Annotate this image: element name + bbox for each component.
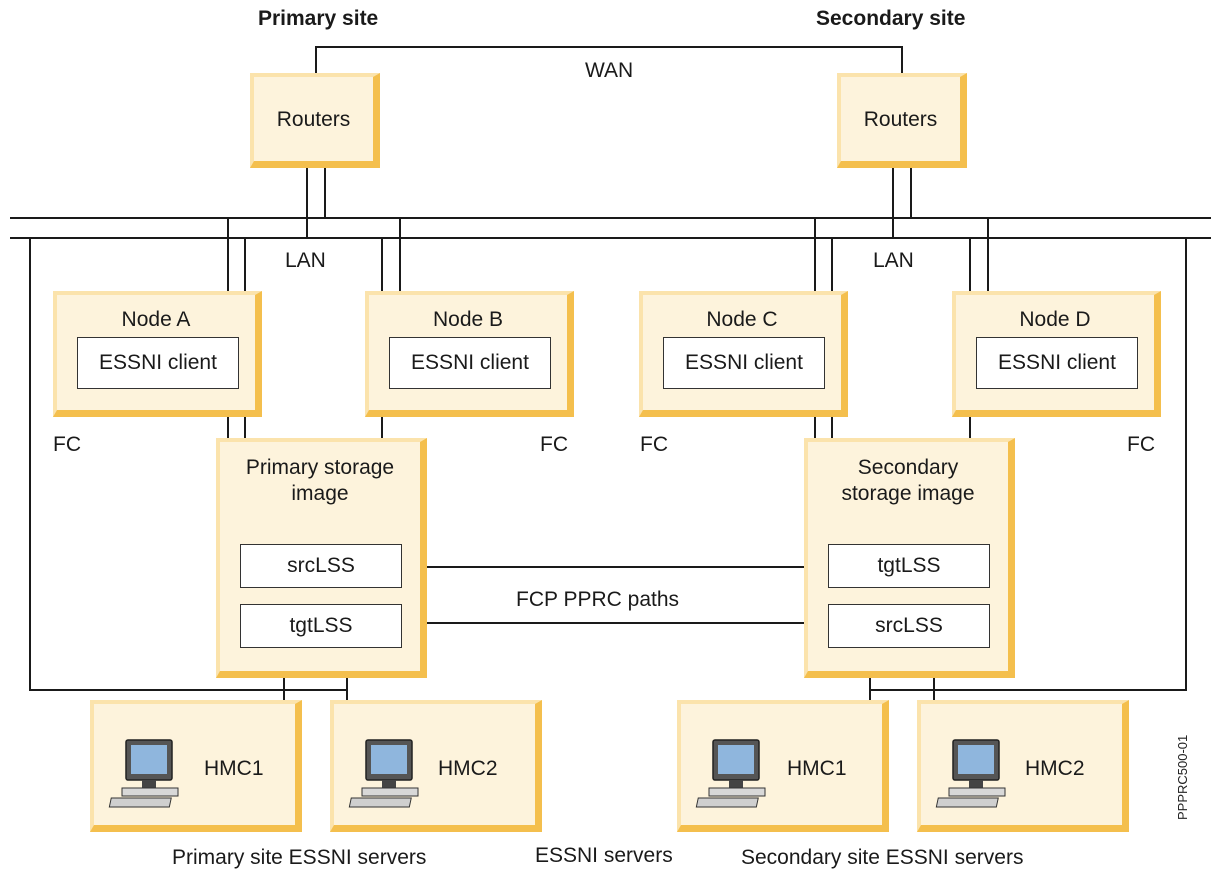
computer-icon [935, 739, 1006, 808]
tgt-lss: tgtLSS [240, 604, 402, 648]
secondary-site-label: Secondary site [816, 7, 966, 30]
lan-label-secondary: LAN [873, 249, 914, 272]
hmc-label: HMC1 [204, 757, 264, 780]
wan-link [315, 46, 903, 75]
fc-label: FC [540, 433, 568, 456]
primary-servers-label: Primary site ESSNI servers [172, 846, 427, 869]
node-c: Node C ESSNI client [639, 291, 848, 417]
src-lss: srcLSS [240, 544, 402, 588]
primary-site-label: Primary site [258, 7, 379, 30]
storage-title: Secondary storage image [841, 456, 975, 505]
hmc-primary-2: HMC2 [330, 700, 542, 832]
secondary-storage-image: Secondary storage image tgtLSS srcLSS [804, 438, 1015, 678]
hmc-secondary-1: HMC1 [677, 700, 889, 832]
node-d-label: Node D [1019, 308, 1091, 331]
router-primary: Routers [250, 73, 380, 168]
pprc-paths-label: FCP PPRC paths [516, 588, 680, 611]
secondary-servers-label: Secondary site ESSNI servers [741, 846, 1024, 869]
essni-servers-label: ESSNI servers [535, 844, 673, 867]
router-secondary: Routers [837, 73, 967, 168]
figure-id: PPPRC500-01 [1175, 734, 1190, 820]
hmc-primary-1: HMC1 [90, 700, 302, 832]
node-d: Node D ESSNI client [952, 291, 1161, 417]
hmc-label: HMC1 [787, 757, 847, 780]
fc-label: FC [53, 433, 81, 456]
wan-label: WAN [585, 59, 634, 82]
essni-client: ESSNI client [77, 337, 239, 389]
router-label: Routers [863, 108, 938, 131]
src-lss: srcLSS [828, 604, 990, 648]
tgt-lss: tgtLSS [828, 544, 990, 588]
fc-label: FC [640, 433, 668, 456]
essni-client: ESSNI client [976, 337, 1138, 389]
lan-label-primary: LAN [285, 249, 326, 272]
computer-icon [695, 739, 766, 808]
fc-label: FC [1127, 433, 1155, 456]
node-a-label: Node A [121, 308, 191, 331]
storage-title: Primary storage image [245, 456, 395, 505]
hmc-secondary-2: HMC2 [917, 700, 1129, 832]
essni-client: ESSNI client [663, 337, 825, 389]
hmc-label: HMC2 [438, 757, 498, 780]
computer-icon [108, 739, 179, 808]
hmc-loop-primary [29, 238, 347, 691]
hmc-loop-secondary [870, 238, 1187, 691]
hmc-label: HMC2 [1025, 757, 1085, 780]
primary-storage-image: Primary storage image srcLSS tgtLSS [216, 438, 427, 678]
essni-client: ESSNI client [389, 337, 551, 389]
node-a: Node A ESSNI client [53, 291, 262, 417]
computer-icon [348, 739, 419, 808]
router-label: Routers [276, 108, 351, 131]
node-c-label: Node C [706, 308, 778, 331]
node-b-label: Node B [432, 308, 504, 331]
node-b: Node B ESSNI client [365, 291, 574, 417]
